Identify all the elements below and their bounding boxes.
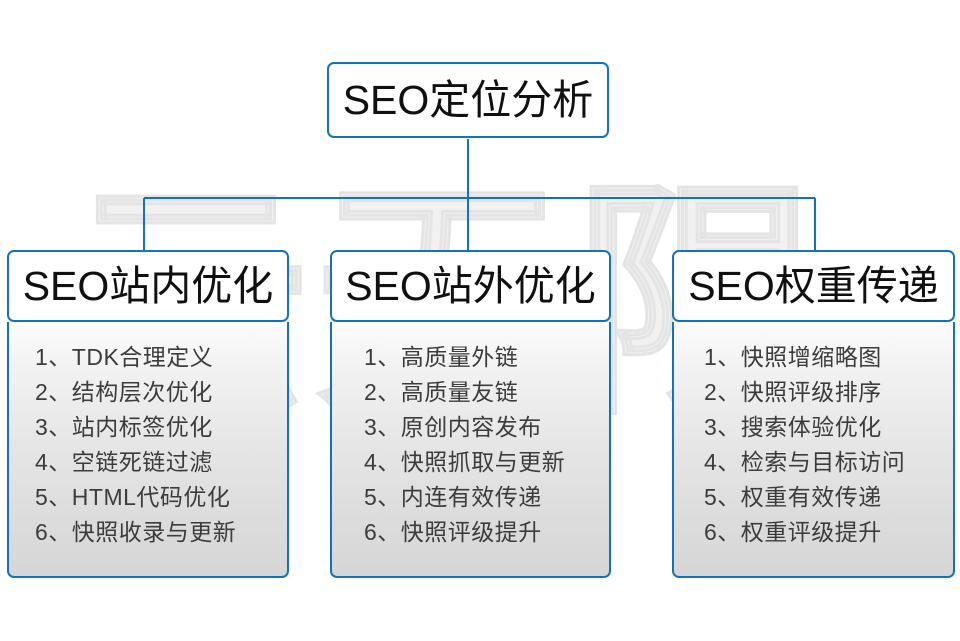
column-body-seo-weight: 1、快照增缩略图 2、快照评级排序 3、搜索体验优化 4、检索与目标访问 5、权… <box>672 322 955 578</box>
column-header-label: SEO站外优化 <box>345 262 596 309</box>
column-body-seo-offsite: 1、高质量外链 2、高质量友链 3、原创内容发布 4、快照抓取与更新 5、内连有… <box>330 322 611 578</box>
list-item: 6、权重评级提升 <box>704 519 882 545</box>
list-item: 2、高质量友链 <box>364 379 519 405</box>
list-item: 6、快照评级提升 <box>364 519 542 545</box>
list-item: 2、结构层次优化 <box>35 379 213 405</box>
list-item: 4、检索与目标访问 <box>704 449 906 475</box>
list-item: 5、HTML代码优化 <box>35 484 231 510</box>
list-item: 3、站内标签优化 <box>35 414 213 440</box>
column-body-seo-onsite: 1、TDK合理定义 2、结构层次优化 3、站内标签优化 4、空链死链过滤 5、H… <box>7 322 289 578</box>
list-item: 6、快照收录与更新 <box>35 519 237 545</box>
list-item: 4、快照抓取与更新 <box>364 449 566 475</box>
column-header-seo-onsite[interactable]: SEO站内优化 <box>7 250 289 322</box>
list-item: 1、TDK合理定义 <box>35 344 214 370</box>
column-header-seo-offsite[interactable]: SEO站外优化 <box>330 250 611 322</box>
column-header-seo-weight[interactable]: SEO权重传递 <box>672 250 955 322</box>
list-item: 1、高质量外链 <box>364 344 519 370</box>
root-node-label: SEO定位分析 <box>342 76 594 123</box>
list-item: 5、内连有效传递 <box>364 484 542 510</box>
list-item: 4、空链死链过滤 <box>35 449 213 475</box>
column-header-label: SEO权重传递 <box>688 262 939 309</box>
list-item: 3、原创内容发布 <box>364 414 542 440</box>
column-header-label: SEO站内优化 <box>22 262 274 309</box>
list-item: 2、快照评级排序 <box>704 379 882 405</box>
bullet-list: 1、TDK合理定义 2、结构层次优化 3、站内标签优化 4、空链死链过滤 5、H… <box>9 340 287 550</box>
list-item: 3、搜索体验优化 <box>704 414 882 440</box>
list-item: 5、权重有效传递 <box>704 484 882 510</box>
bullet-list: 1、快照增缩略图 2、快照评级排序 3、搜索体验优化 4、检索与目标访问 5、权… <box>674 340 953 550</box>
list-item: 1、快照增缩略图 <box>704 344 882 370</box>
bullet-list: 1、高质量外链 2、高质量友链 3、原创内容发布 4、快照抓取与更新 5、内连有… <box>332 340 609 550</box>
root-node[interactable]: SEO定位分析 <box>327 62 609 138</box>
